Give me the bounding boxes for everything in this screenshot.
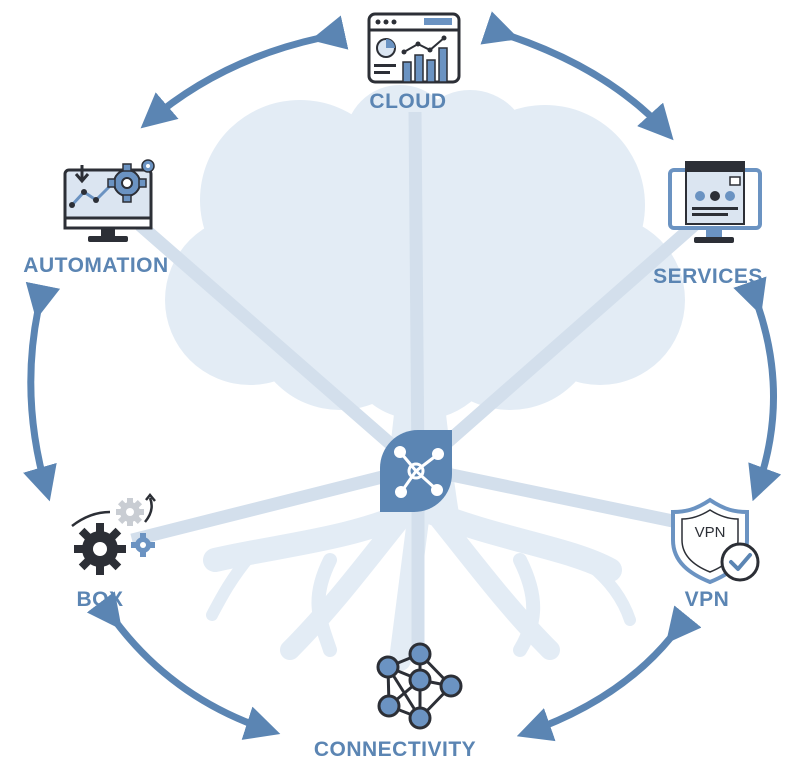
- gears-icon: [71, 493, 156, 575]
- node-label-vpn: VPN: [684, 588, 730, 611]
- web-browser-monitor-icon: [668, 161, 762, 243]
- hub-network-icon: [380, 430, 452, 512]
- background-tree-illustration: [165, 85, 685, 671]
- hub-spokes: [130, 111, 705, 650]
- node-label-automation: AUTOMATION: [23, 254, 169, 277]
- node-label-cloud: CLOUD: [369, 90, 447, 113]
- node-label-services: SERVICES: [653, 265, 763, 288]
- network-nodes-icon: [376, 642, 463, 730]
- arrow-cloud-services: [480, 11, 674, 141]
- arrow-automation-box: [23, 281, 61, 502]
- shield-vpn-text: VPN: [695, 524, 726, 541]
- spoke-box: [130, 461, 420, 547]
- vpn-shield-check-icon: VPN: [671, 497, 760, 585]
- spoke-services: [413, 215, 705, 473]
- monitor-automation-icon: [63, 159, 155, 242]
- arrow-cloud-automation: [140, 15, 349, 129]
- cycle-arrows: [23, 11, 782, 742]
- dashboard-chart-icon: [367, 12, 461, 84]
- arrow-vpn-connectivity: [516, 605, 702, 742]
- arrow-services-vpn: [733, 276, 782, 502]
- arrow-box-connectivity: [86, 591, 281, 740]
- spoke-cloud: [408, 111, 425, 469]
- node-label-box: BOX: [76, 588, 124, 611]
- spoke-automation: [135, 220, 423, 473]
- node-label-connectivity: CONNECTIVITY: [313, 738, 477, 761]
- spoke-vpn: [416, 461, 694, 532]
